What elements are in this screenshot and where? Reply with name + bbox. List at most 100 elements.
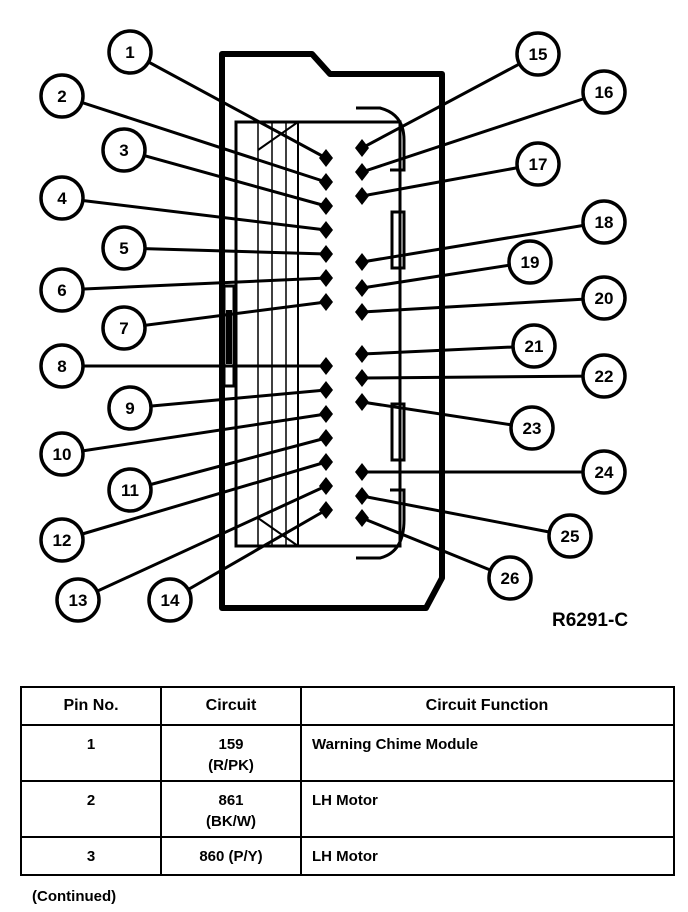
callout-circle-10 xyxy=(39,431,85,477)
callout-label-25: 25 xyxy=(561,527,580,546)
connector-cavity xyxy=(234,120,402,548)
callout-label-19: 19 xyxy=(521,253,540,272)
pin-marker-2 xyxy=(319,173,333,191)
callout-label-18: 18 xyxy=(595,213,614,232)
pin-marker-13 xyxy=(319,477,333,495)
leader-line-1 xyxy=(129,50,327,160)
cell-pin: 1 xyxy=(20,724,162,782)
cell-circuit: 861 (BK/W) xyxy=(160,780,302,838)
callout-label-6: 6 xyxy=(57,281,66,300)
leader-line-5 xyxy=(123,246,327,256)
callout-label-2: 2 xyxy=(57,87,66,106)
pin-marker-3 xyxy=(319,197,333,215)
callout-label-3: 3 xyxy=(119,141,128,160)
pin-marker-24 xyxy=(355,463,369,481)
leader-line-14 xyxy=(169,508,327,602)
callout-circle-9 xyxy=(107,385,153,431)
callout-label-16: 16 xyxy=(595,83,614,102)
leader-line-2 xyxy=(61,94,327,184)
pin-marker-15 xyxy=(355,139,369,157)
pin-marker-7 xyxy=(319,293,333,311)
circuit-color: (R/PK) xyxy=(208,757,254,774)
callout-circle-6 xyxy=(39,267,85,313)
callout-circle-15 xyxy=(515,31,561,77)
callout-label-13: 13 xyxy=(69,591,88,610)
header-pin-no: Pin No. xyxy=(20,686,162,726)
callout-circle-14 xyxy=(147,577,193,623)
pin-marker-25 xyxy=(355,487,369,505)
callout-label-4: 4 xyxy=(57,189,67,208)
callout-circle-11 xyxy=(107,467,153,513)
callout-circle-4 xyxy=(39,175,85,221)
circuit-number: 861 xyxy=(218,792,244,809)
callout-circle-17 xyxy=(515,141,561,187)
leader-line-16 xyxy=(361,90,605,174)
cell-pin: 3 xyxy=(20,836,162,876)
callout-circle-23 xyxy=(509,405,555,451)
leader-line-10 xyxy=(61,412,327,456)
leader-line-7 xyxy=(123,300,327,330)
leader-line-18 xyxy=(361,220,605,264)
callout-label-20: 20 xyxy=(595,289,614,308)
callout-circle-25 xyxy=(547,513,593,559)
callout-circle-20 xyxy=(581,275,627,321)
leader-line-23 xyxy=(361,400,533,430)
cell-circuit: 159 (R/PK) xyxy=(160,724,302,782)
leader-line-4 xyxy=(61,196,327,232)
pin-marker-5 xyxy=(319,245,333,263)
pin-table: Pin No. Circuit Circuit Function 1 159 (… xyxy=(20,686,675,876)
table-row: 1 159 (R/PK) Warning Chime Module xyxy=(20,724,675,782)
callout-circle-13 xyxy=(55,577,101,623)
cell-circuit: 860 (P/Y) xyxy=(160,836,302,876)
callout-label-9: 9 xyxy=(125,399,134,418)
circuit-color: (BK/W) xyxy=(206,813,256,830)
callout-label-1: 1 xyxy=(125,43,134,62)
callout-label-24: 24 xyxy=(595,463,614,482)
callout-label-22: 22 xyxy=(595,367,614,386)
pin-marker-21 xyxy=(355,345,369,363)
figure-id: R6291-C xyxy=(552,610,629,631)
cell-pin: 2 xyxy=(20,780,162,838)
callout-circle-12 xyxy=(39,517,85,563)
table-header-row: Pin No. Circuit Circuit Function xyxy=(20,686,675,726)
pin-marker-1 xyxy=(319,149,333,167)
continued-note: (Continued) xyxy=(32,888,117,905)
callout-circle-3 xyxy=(101,127,147,173)
leader-line-11 xyxy=(129,436,327,492)
pin-marker-11 xyxy=(319,429,333,447)
table-row: 3 860 (P/Y) LH Motor xyxy=(20,836,675,876)
callout-label-21: 21 xyxy=(525,337,544,356)
callout-label-17: 17 xyxy=(529,155,548,174)
pin-marker-16 xyxy=(355,163,369,181)
circuit-number: 159 xyxy=(218,736,244,753)
callout-label-26: 26 xyxy=(501,569,520,588)
leader-line-12 xyxy=(61,460,327,542)
callout-label-23: 23 xyxy=(523,419,542,438)
leader-lines xyxy=(61,50,605,602)
cell-function: LH Motor xyxy=(300,780,675,838)
pin-marker-9 xyxy=(319,381,333,399)
callout-circle-7 xyxy=(101,305,147,351)
callout-circle-26 xyxy=(487,555,533,601)
leader-line-20 xyxy=(361,296,605,314)
leader-line-25 xyxy=(361,494,571,538)
callout-circle-1 xyxy=(107,29,153,75)
leader-line-22 xyxy=(361,374,605,380)
leader-line-13 xyxy=(77,484,327,602)
pin-marker-14 xyxy=(319,501,333,519)
header-circuit: Circuit xyxy=(160,686,302,726)
leader-line-21 xyxy=(361,344,535,356)
callout-circle-24 xyxy=(581,449,627,495)
callout-label-5: 5 xyxy=(119,239,128,258)
leader-line-17 xyxy=(361,162,539,198)
pin-marker-22 xyxy=(355,369,369,387)
leader-line-19 xyxy=(361,260,531,290)
upper-latch xyxy=(356,106,406,172)
leader-line-6 xyxy=(61,276,327,292)
pin-marker-18 xyxy=(355,253,369,271)
callout-circle-16 xyxy=(581,69,627,115)
leader-line-15 xyxy=(361,52,539,150)
pin-marker-10 xyxy=(319,405,333,423)
